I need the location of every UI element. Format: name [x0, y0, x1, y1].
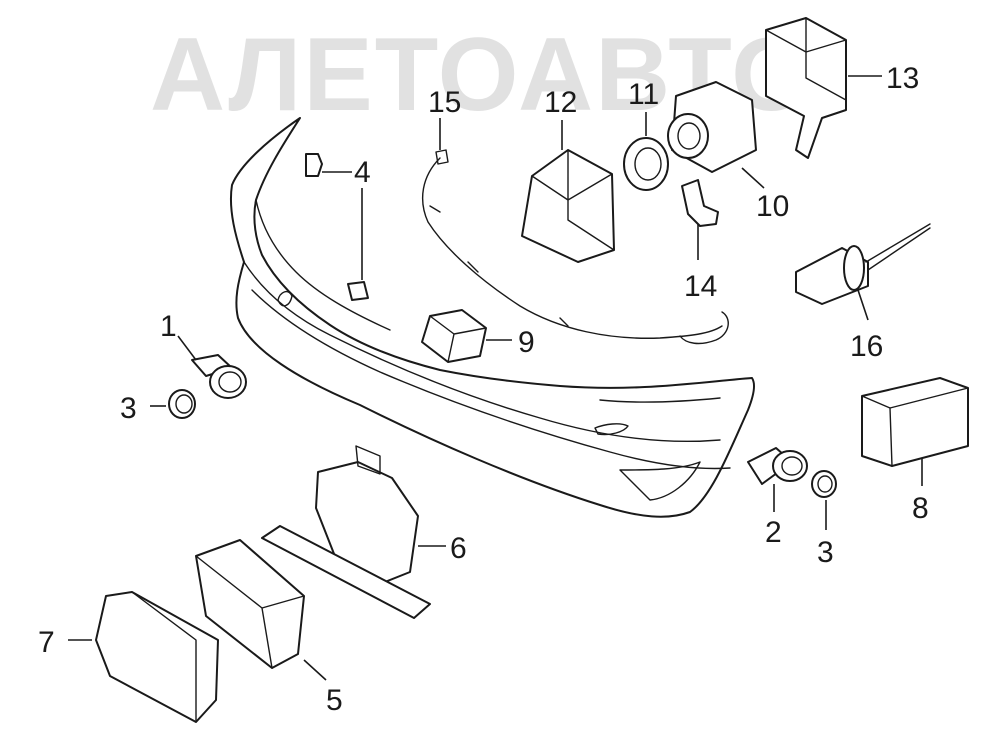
callout-6: 6	[450, 532, 467, 565]
callout-4: 4	[354, 156, 371, 189]
part-8-module	[861, 377, 969, 467]
leader-lines	[68, 75, 923, 681]
part-12-bracket	[521, 149, 615, 263]
callout-7: 7	[38, 626, 55, 659]
callout-3-left: 3	[120, 392, 137, 425]
part-3-sensor-ring-right	[811, 470, 837, 498]
part-14-connector	[681, 179, 719, 227]
part-11-camera-ring	[623, 137, 669, 191]
part-1-park-sensor	[191, 354, 247, 399]
part-4-plate	[347, 281, 369, 301]
bumper-cover	[229, 117, 756, 518]
part-16-sensor	[795, 223, 931, 305]
part-3-sensor-ring-left	[168, 389, 196, 419]
part-15-wiring-harness	[421, 149, 729, 345]
callout-10: 10	[756, 190, 789, 223]
callout-3-right: 3	[817, 536, 834, 569]
callout-16: 16	[850, 330, 883, 363]
part-7-radar-cover	[95, 591, 219, 723]
callout-13: 13	[886, 62, 919, 95]
callout-9: 9	[518, 326, 535, 359]
part-4-clip	[305, 153, 323, 177]
part-2-park-sensor	[747, 447, 808, 485]
callout-12: 12	[544, 86, 577, 119]
part-5-radar-module	[195, 539, 305, 669]
part-13-bracket	[765, 17, 847, 159]
callout-14: 14	[684, 270, 717, 303]
callout-5: 5	[326, 684, 343, 717]
callout-1: 1	[160, 310, 177, 343]
part-9-camera	[421, 309, 487, 363]
callout-15: 15	[428, 86, 461, 119]
part-10-camera	[667, 81, 757, 173]
callout-11: 11	[628, 78, 659, 111]
part-6-bracket	[261, 445, 431, 619]
callout-8: 8	[912, 492, 929, 525]
callout-2: 2	[765, 516, 782, 549]
